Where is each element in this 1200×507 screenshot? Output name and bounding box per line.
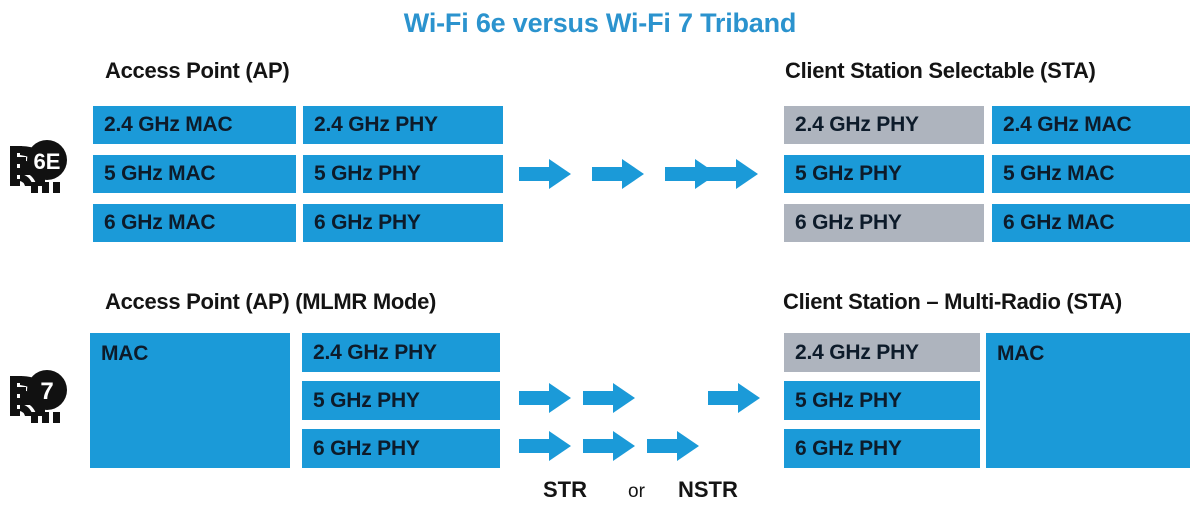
box-ap-6e-mac-5: 5 GHz MAC: [93, 155, 296, 193]
label-str: STR: [543, 477, 587, 502]
heading-sta-7: Client Station – Multi-Radio (STA): [783, 289, 1122, 314]
arrow-7-r1-2: [583, 383, 635, 413]
arrow-7-r1-4: [708, 383, 760, 413]
box-sta-7-phy-24: 2.4 GHz PHY: [784, 333, 980, 372]
arrow-6e-3: [665, 159, 717, 189]
wifi-7-badge-label: 7: [40, 378, 53, 405]
box-sta-6e-phy-6: 6 GHz PHY: [784, 204, 984, 242]
wifi-7-badge: 7: [6, 366, 72, 432]
arrow-7-r1-1: [519, 383, 571, 413]
arrow-6e-4: [706, 159, 758, 189]
wifi-6e-badge-label: 6E: [34, 149, 61, 174]
box-sta-6e-mac-24: 2.4 GHz MAC: [992, 106, 1190, 144]
label-nstr: NSTR: [678, 477, 738, 502]
arrow-6e-1: [519, 159, 571, 189]
arrow-7-r2-1: [519, 431, 571, 461]
heading-ap-7: Access Point (AP) (MLMR Mode): [105, 289, 437, 314]
box-sta-6e-phy-5: 5 GHz PHY: [784, 155, 984, 193]
wifi-6e-badge: 6E: [6, 136, 72, 202]
label-or: or: [628, 481, 645, 502]
box-sta-7-phy-5: 5 GHz PHY: [784, 381, 980, 420]
arrow-7-r2-3: [647, 431, 699, 461]
box-ap-7-mac: MAC: [90, 333, 290, 468]
heading-sta-6e: Client Station Selectable (STA): [785, 58, 1096, 83]
box-ap-7-phy-5: 5 GHz PHY: [302, 381, 500, 420]
arrow-7-r2-2: [583, 431, 635, 461]
arrow-6e-2: [592, 159, 644, 189]
page-title: Wi-Fi 6e versus Wi-Fi 7 Triband: [403, 8, 797, 38]
box-sta-6e-mac-6: 6 GHz MAC: [992, 204, 1190, 242]
box-ap-6e-phy-24: 2.4 GHz PHY: [303, 106, 503, 144]
box-ap-7-phy-24: 2.4 GHz PHY: [302, 333, 500, 372]
box-ap-6e-phy-5: 5 GHz PHY: [303, 155, 503, 193]
box-sta-7-mac: MAC: [986, 333, 1190, 468]
heading-ap-6e: Access Point (AP): [105, 58, 290, 83]
box-ap-6e-mac-6: 6 GHz MAC: [93, 204, 296, 242]
box-ap-6e-mac-24: 2.4 GHz MAC: [93, 106, 296, 144]
box-ap-7-phy-6: 6 GHz PHY: [302, 429, 500, 468]
box-sta-7-phy-6: 6 GHz PHY: [784, 429, 980, 468]
box-sta-6e-phy-24: 2.4 GHz PHY: [784, 106, 984, 144]
box-sta-6e-mac-5: 5 GHz MAC: [992, 155, 1190, 193]
box-ap-6e-phy-6: 6 GHz PHY: [303, 204, 503, 242]
